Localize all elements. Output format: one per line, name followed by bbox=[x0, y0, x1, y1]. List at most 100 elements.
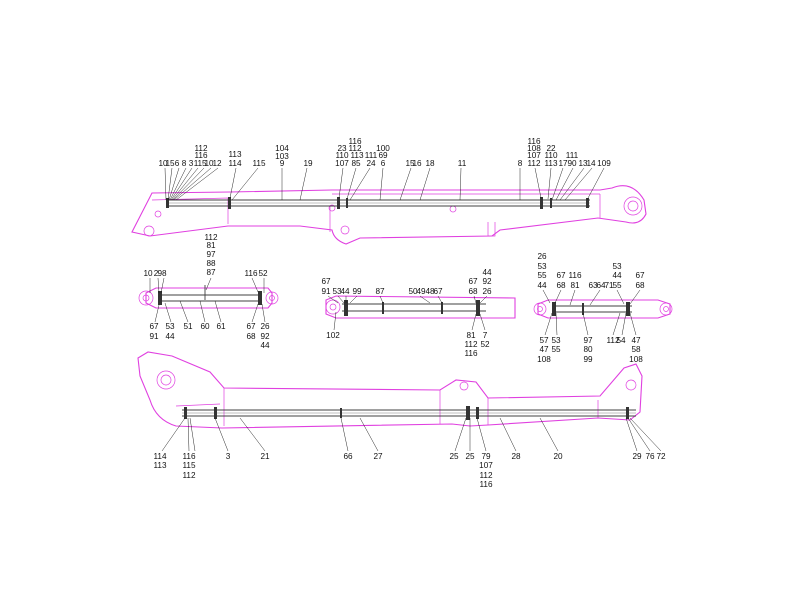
cylinder-left-assembly bbox=[138, 277, 279, 323]
leader-line bbox=[299, 167, 308, 201]
part-number-label: 55 bbox=[537, 271, 547, 280]
part-number-label: 49 bbox=[416, 287, 426, 296]
part-number-label: 116 bbox=[464, 349, 477, 358]
cylinder-middle-assembly bbox=[325, 295, 516, 331]
leader-line bbox=[340, 417, 349, 452]
part-number-label: 76 bbox=[645, 452, 655, 461]
leader-line bbox=[172, 167, 205, 201]
part-number-label: 44 bbox=[482, 268, 492, 277]
part-number-label: 19 bbox=[303, 159, 313, 168]
leader-line bbox=[471, 313, 477, 331]
part-number-label: 107 bbox=[527, 151, 541, 160]
part-number-label: 48 bbox=[425, 287, 435, 296]
part-number-label: 47 bbox=[539, 345, 549, 354]
part-number-label: 10 bbox=[143, 269, 153, 278]
part-number-label: 81 bbox=[466, 331, 476, 340]
part-number-label: 116 bbox=[527, 137, 540, 146]
part-number-label: 63 bbox=[588, 281, 598, 290]
leader-line bbox=[349, 295, 358, 304]
part-number-label: 116 bbox=[568, 271, 581, 280]
leader-line bbox=[473, 295, 477, 304]
part-number-label: 80 bbox=[583, 345, 593, 354]
part-number-label: 17 bbox=[558, 159, 568, 168]
leader-line bbox=[564, 167, 593, 201]
leader-line bbox=[189, 417, 196, 452]
leader-line bbox=[205, 277, 212, 291]
leader-line bbox=[459, 167, 462, 201]
part-number-label: 26 bbox=[260, 322, 270, 331]
part-number-label: 91 bbox=[149, 332, 159, 341]
leader-line bbox=[327, 295, 339, 304]
part-number-label: 69 bbox=[378, 151, 388, 160]
leader-line bbox=[419, 295, 431, 304]
leader-line bbox=[612, 312, 621, 336]
part-number-label: 100 bbox=[376, 144, 390, 153]
leader-line bbox=[157, 277, 160, 294]
part-number-label: 68 bbox=[246, 332, 256, 341]
part-number-label: 67 bbox=[433, 287, 443, 296]
part-number-label: 53 bbox=[537, 262, 547, 271]
leader-line bbox=[379, 167, 384, 201]
leader-line bbox=[379, 295, 384, 304]
leader-line bbox=[544, 312, 553, 336]
leader-line bbox=[621, 312, 627, 336]
leader-line bbox=[346, 167, 357, 200]
leader-line bbox=[539, 417, 559, 452]
part-number-label: 97 bbox=[583, 336, 593, 345]
part-number-label: 15 bbox=[165, 159, 175, 168]
part-number-label: 15 bbox=[405, 159, 415, 168]
part-number-label: 116 bbox=[479, 480, 492, 489]
leader-line bbox=[251, 277, 259, 293]
part-number-label: 3 bbox=[189, 159, 194, 168]
part-number-label: 92 bbox=[260, 332, 270, 341]
part-number-label: 67 bbox=[556, 271, 566, 280]
part-number-label: 116 bbox=[182, 452, 195, 461]
leader-line bbox=[589, 289, 601, 306]
leader-line bbox=[171, 167, 199, 201]
leader-line bbox=[173, 167, 212, 201]
leader-line bbox=[338, 167, 344, 199]
part-number-label: 3 bbox=[226, 452, 231, 461]
part-number-label: 55 bbox=[612, 281, 622, 290]
part-number-label: 87 bbox=[206, 268, 216, 277]
part-number-label: 25 bbox=[449, 452, 459, 461]
part-number-label: 114 bbox=[153, 452, 166, 461]
part-number-label: 81 bbox=[206, 241, 216, 250]
part-number-label: 10 bbox=[158, 159, 168, 168]
part-number-label: 92 bbox=[482, 277, 492, 286]
part-number-label: 67 bbox=[635, 271, 645, 280]
part-number-label: 44 bbox=[165, 332, 175, 341]
part-number-label: 104 bbox=[275, 144, 289, 153]
part-number-label: 53 bbox=[332, 287, 342, 296]
part-number-label: 85 bbox=[351, 159, 361, 168]
leader-line bbox=[454, 417, 467, 452]
part-number-label: 67 bbox=[468, 277, 478, 286]
part-number-label: 10 bbox=[204, 159, 214, 168]
part-number-label: 53 bbox=[551, 336, 561, 345]
leader-line bbox=[625, 417, 638, 452]
part-number-label: 88 bbox=[206, 259, 216, 268]
part-number-label: 115 bbox=[182, 461, 195, 470]
leader-line bbox=[399, 167, 412, 201]
part-number-label: 8 bbox=[182, 159, 187, 168]
part-number-label: 55 bbox=[551, 345, 561, 354]
part-number-label: 6 bbox=[381, 159, 386, 168]
leader-line bbox=[629, 312, 637, 336]
leader-line bbox=[239, 417, 266, 452]
bottom-boom-assembly bbox=[137, 351, 662, 452]
part-number-label: 27 bbox=[373, 452, 383, 461]
part-number-label: 81 bbox=[570, 281, 580, 290]
part-number-label: 112 bbox=[194, 144, 207, 153]
part-number-label: 44 bbox=[537, 281, 547, 290]
part-number-label: 7 bbox=[483, 331, 488, 340]
leader-line bbox=[586, 167, 605, 201]
leader-line bbox=[629, 417, 662, 452]
leader-line bbox=[479, 295, 488, 304]
part-number-label: 90 bbox=[567, 159, 577, 168]
part-number-label: 47 bbox=[631, 336, 641, 345]
part-number-label: 12 bbox=[212, 159, 222, 168]
